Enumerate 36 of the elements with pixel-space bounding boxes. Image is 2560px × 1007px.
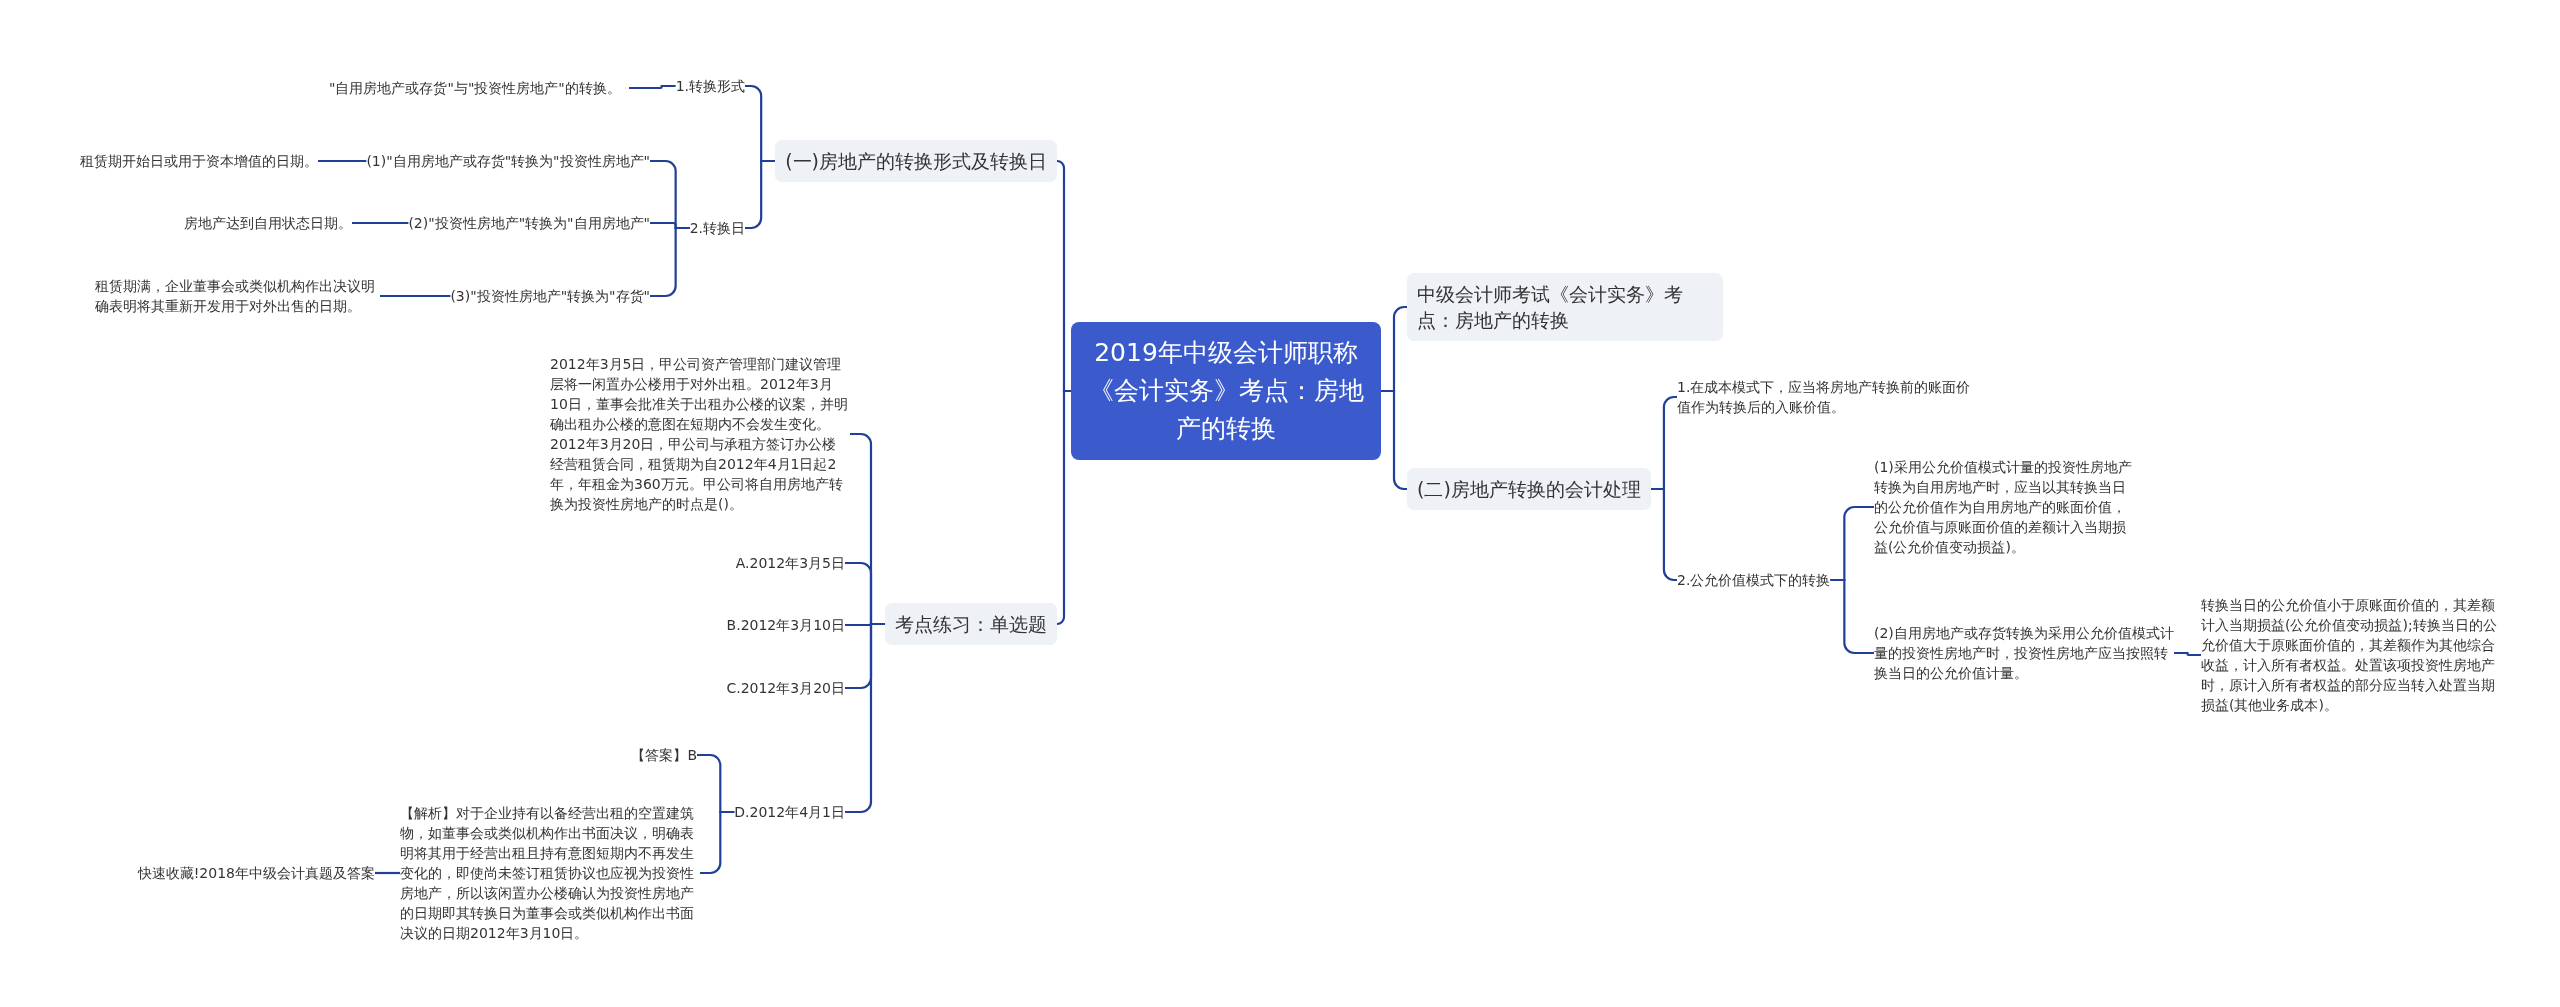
topic-box: 考点练习：单选题 (885, 603, 1057, 645)
branch-text: 租赁期满，企业董事会或类似机构作出决议明确表明将其重新开发用于对外出售的日期。 (95, 276, 380, 316)
answer-option: D.2012年4月1日 (734, 802, 845, 822)
topic-box: 中级会计师考试《会计实务》考点：房地产的转换 (1407, 273, 1723, 341)
link-text: 快速收藏!2018年中级会计真题及答案 (137, 863, 375, 883)
connector-line (375, 871, 400, 875)
branch-text: (2)"投资性房地产"转换为"自用房地产" (408, 213, 650, 233)
branch-text: 1.在成本模式下，应当将房地产转换前的账面价值作为转换后的入账价值。 (1677, 377, 1977, 417)
answer-option: C.2012年3月20日 (726, 678, 845, 698)
connector-line (1055, 389, 1071, 626)
branch-text: (1)"自用房地产或存货"转换为"投资性房地产" (366, 151, 650, 171)
branch-text: 转换当日的公允价值小于原账面价值的，其差额计入当期损益(公允价值变动损益);转换当日的公允价值大于原账面价值的，其差额作为其他综合收益，计入所有者权益。处置该项投资性房地产时，原计入所有者权益的部分应当转入处置当期损益(其他业务成本)。 (2201, 595, 2501, 715)
branch-text: (1)采用公允价值模式计量的投资性房地产转换为自用房地产时，应当以其转换当日的公允价值作为自用房地产的账面价值，公允价值与原账面价值的差额计入当期损益(公允价值变动损益)。 (1874, 457, 2136, 557)
connector-line (380, 294, 451, 298)
branch-text: (2)自用房地产或存货转换为采用公允价值模式计量的投资性房地产时，投资性房地产应当按照转换当日的公允价值计量。 (1874, 623, 2174, 683)
branch-text: "自用房地产或存货"与"投资性房地产"的转换。 (329, 78, 629, 98)
answer-option: A.2012年3月5日 (735, 553, 845, 573)
connector-line (629, 84, 676, 90)
branch-text: 2.公允价值模式下的转换 (1677, 570, 1831, 590)
branch-text: 【解析】对于企业持有以备经营出租的空置建筑物，如董事会或类似机构作出书面决议，明确表明将其用于经营出租且持有意图短期内不再发生变化的，即使尚未签订租赁协议也应视为投资性房地产，所以该闲置办公楼确认为投资性房地产的日期即其转换日为董事会或类似机构作出书面决议的日期2012年3月10日。 (400, 803, 700, 943)
branch-text: (3)"投资性房地产"转换为"存货" (450, 286, 650, 306)
branch-text: 房地产达到自用状态日期。 (184, 213, 352, 233)
answer-option: B.2012年3月10日 (726, 615, 845, 635)
connector-line (1381, 389, 1407, 491)
branch-text: 【答案】B (631, 745, 697, 765)
branch-text: 租赁期开始日或用于资本增值的日期。 (80, 151, 318, 171)
connector-line (318, 159, 367, 163)
topic-box: (一)房地产的转换形式及转换日 (775, 140, 1057, 182)
connector-line (2174, 651, 2201, 657)
central-topic-box: 2019年中级会计师职称《会计实务》考点：房地产的转换 (1071, 322, 1381, 460)
connector-line (1650, 487, 1677, 582)
branch-text: 2.转换日 (689, 218, 745, 238)
topic-box: (二)房地产转换的会计处理 (1407, 468, 1651, 510)
branch-text: 1.转换形式 (675, 76, 745, 96)
question-text: 2012年3月5日，甲公司资产管理部门建议管理层将一闲置办公楼用于对外出租。2012年3月10日，董事会批准关于出租办公楼的议案，并明确出租办公楼的意图在短期内不会发生变化。2012年3月20日，甲公司与承租方签订办公楼经营租赁合同，租赁期为自2012年4月1日起2年，年租金为360万元。甲公司将自用房地产转换为投资性房地产的时点是()。 (550, 354, 850, 514)
connector-line (352, 221, 409, 225)
